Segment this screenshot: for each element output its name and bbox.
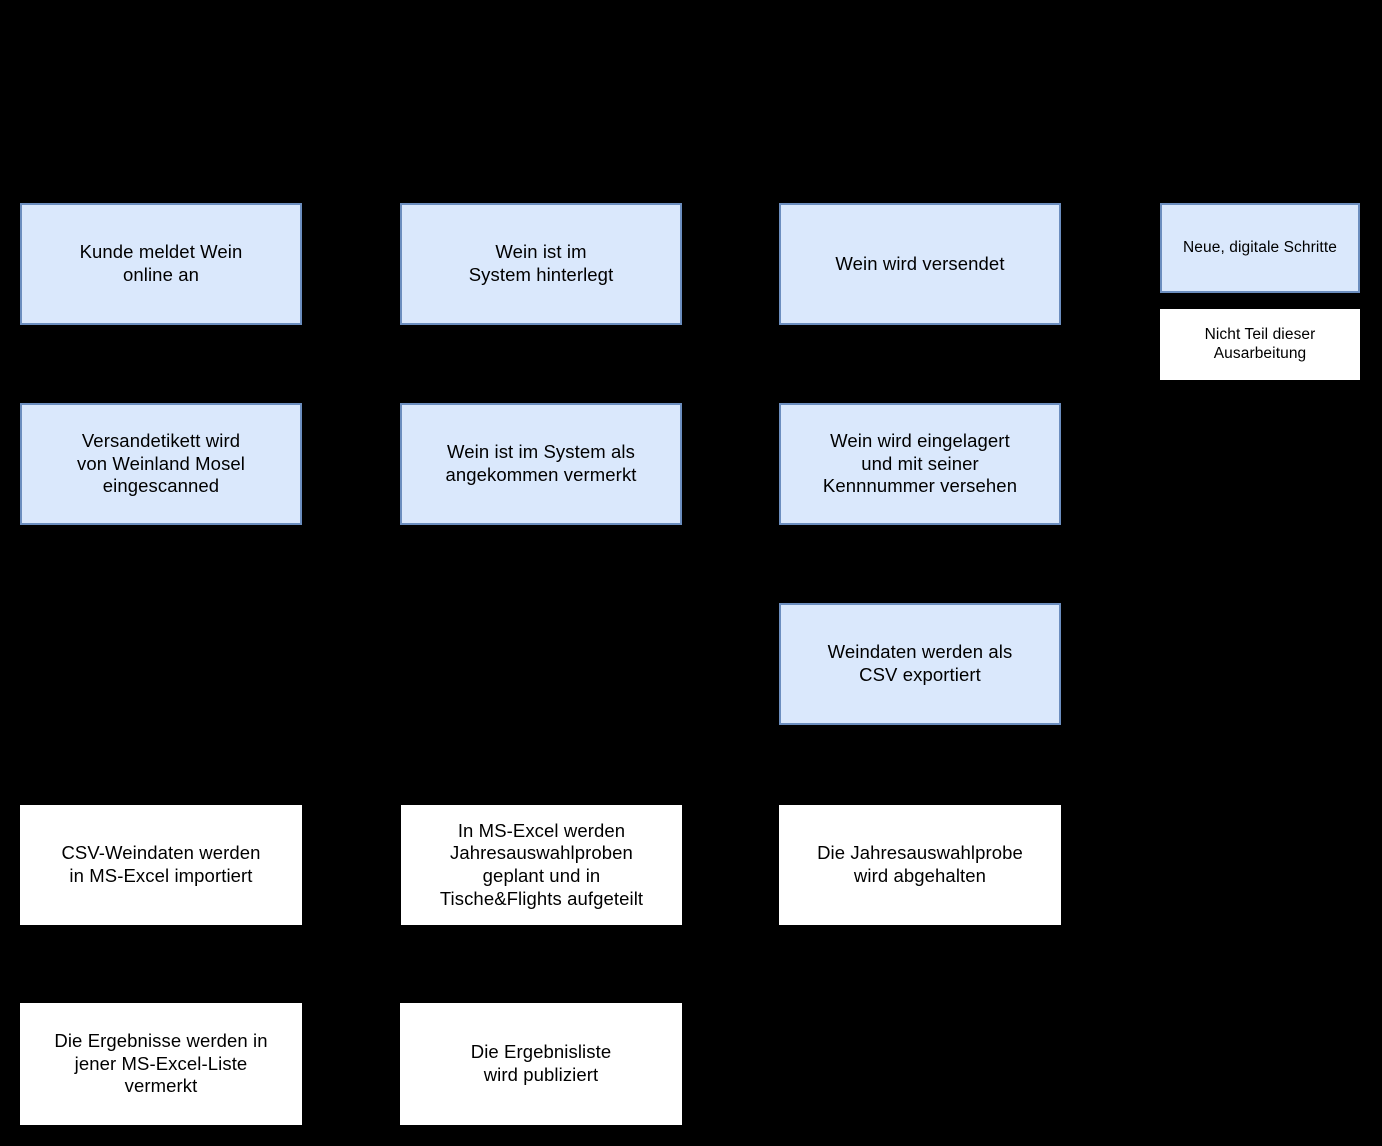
node-jahresauswahlprobe-abgehalten[interactable]: Die Jahresauswahlprobe wird abgehalten bbox=[779, 805, 1061, 925]
legend-item-neue-digitale-schritte: Neue, digitale Schritte bbox=[1160, 203, 1360, 293]
node-jahresauswahlproben-geplant[interactable]: In MS-Excel werden Jahresauswahlproben g… bbox=[401, 805, 682, 925]
node-wein-im-system-hinterlegt[interactable]: Wein ist im System hinterlegt bbox=[400, 203, 682, 325]
node-weindaten-als-csv-exportiert[interactable]: Weindaten werden als CSV exportiert bbox=[779, 603, 1061, 725]
node-csv-weindaten-importiert[interactable]: CSV-Weindaten werden in MS-Excel importi… bbox=[20, 805, 302, 925]
node-kunde-meldet-wein-online-an[interactable]: Kunde meldet Wein online an bbox=[20, 203, 302, 325]
legend-item-nicht-teil-dieser-ausarbeitung: Nicht Teil dieser Ausarbeitung bbox=[1160, 309, 1360, 380]
node-wein-wird-versendet[interactable]: Wein wird versendet bbox=[779, 203, 1061, 325]
connector-stub-wein-versendet bbox=[774, 262, 779, 267]
node-wein-als-angekommen-vermerkt[interactable]: Wein ist im System als angekommen vermer… bbox=[400, 403, 682, 525]
node-ergebnisliste-publiziert[interactable]: Die Ergebnisliste wird publiziert bbox=[400, 1003, 682, 1125]
connector-stub-csv-exportiert bbox=[774, 662, 779, 667]
node-wein-eingelagert-kennnummer[interactable]: Wein wird eingelagert und mit seiner Ken… bbox=[779, 403, 1061, 525]
node-ergebnisse-in-excel-liste-vermerkt[interactable]: Die Ergebnisse werden in jener MS-Excel-… bbox=[20, 1003, 302, 1125]
connector-stub-wein-eingelagert bbox=[774, 462, 779, 467]
node-versandetikett-eingescanned[interactable]: Versandetikett wird von Weinland Mosel e… bbox=[20, 403, 302, 525]
